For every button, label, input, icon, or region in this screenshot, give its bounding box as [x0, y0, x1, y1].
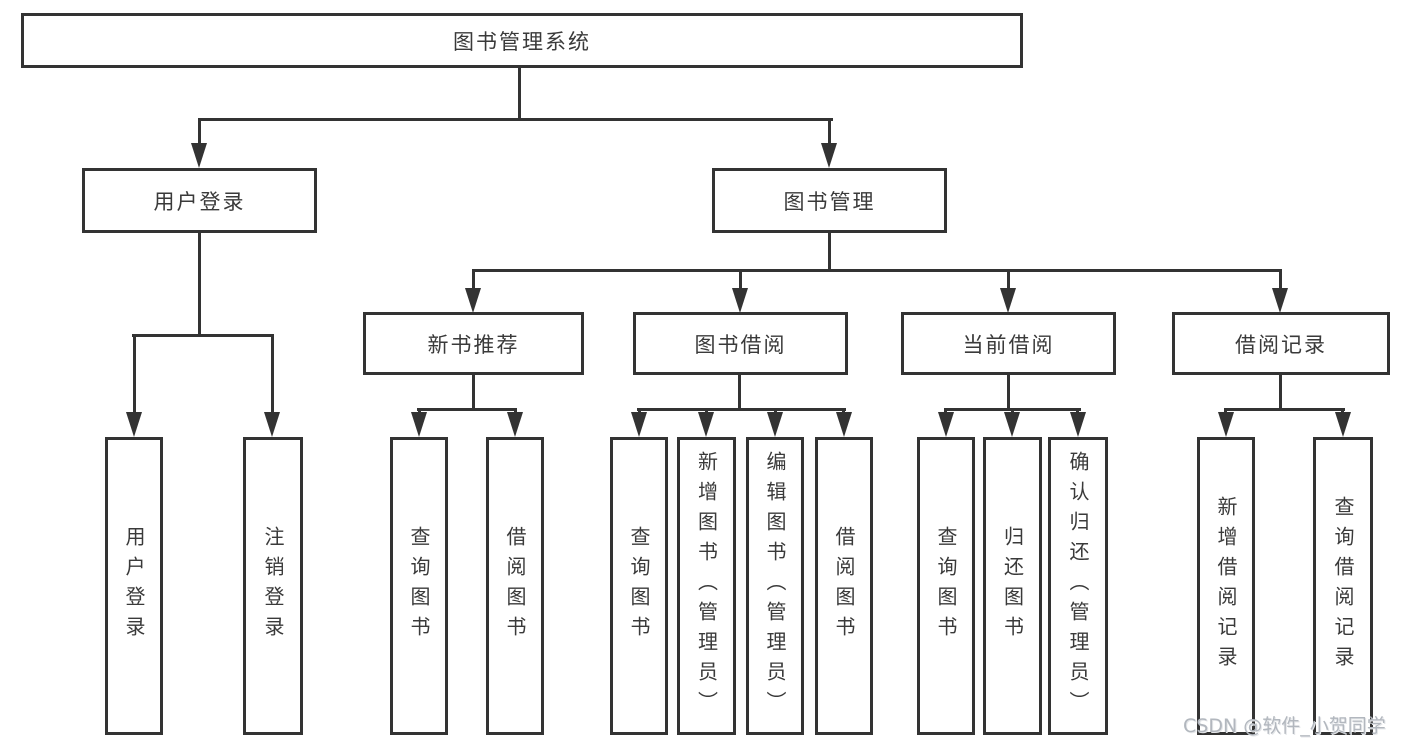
connector-root-stem — [518, 68, 521, 120]
node-user-login-action-label: 用户登录 — [122, 526, 146, 646]
connector-borrow-rail — [637, 408, 846, 411]
connector-login-stem — [198, 233, 201, 337]
node-return-books-label: 归还图书 — [1000, 526, 1025, 646]
node-borrow-borrow-books-label: 借阅图书 — [832, 526, 856, 646]
node-recommend-borrow-books-label: 借阅图书 — [503, 526, 527, 646]
node-edit-books-admin-label: 编辑图书（管理员） — [763, 451, 787, 721]
node-query-borrow-record: 查询借阅记录 — [1313, 437, 1373, 735]
node-user-login-label: 用户登录 — [153, 189, 246, 214]
connector-borrow-record-shaft — [1279, 269, 1282, 292]
arrowhead-user-login — [191, 143, 207, 168]
arrowhead-book-mgmt — [821, 143, 837, 168]
node-current-query-books: 查询图书 — [917, 437, 975, 735]
node-current-query-books-label: 查询图书 — [934, 526, 958, 646]
node-logout: 注销登录 — [243, 437, 303, 735]
connector-book-borrow-shaft — [739, 269, 742, 292]
arrowhead-borrow-leaf4 — [836, 412, 852, 437]
node-add-books-admin-label: 新增图书（管理员） — [694, 451, 719, 721]
arrowhead-records-leaf1 — [1218, 412, 1234, 437]
connector-book-mgmt-rail — [472, 269, 1282, 272]
connector-user-login-shaft — [198, 118, 201, 146]
arrowhead-borrow-leaf1 — [631, 412, 647, 437]
node-book-management-label: 图书管理 — [783, 189, 876, 214]
node-return-books: 归还图书 — [983, 437, 1042, 735]
node-confirm-return-admin-label: 确认归还（管理员） — [1066, 451, 1090, 721]
connector-borrow-stem — [738, 375, 741, 411]
connector-current-stem — [1007, 375, 1010, 411]
arrowhead-current-leaf2 — [1004, 412, 1020, 437]
node-add-books-admin: 新增图书（管理员） — [677, 437, 736, 735]
node-borrow-borrow-books: 借阅图书 — [815, 437, 873, 735]
node-current-borrow-label: 当前借阅 — [962, 332, 1055, 357]
connector-records-stem — [1279, 375, 1282, 411]
arrowhead-records-leaf2 — [1335, 412, 1351, 437]
arrowhead-login-leaf2 — [264, 412, 280, 437]
arrowhead-book-borrow — [732, 288, 748, 313]
arrowhead-login-leaf1 — [126, 412, 142, 437]
connector-new-book-shaft — [472, 269, 475, 292]
node-root-label: 图书管理系统 — [453, 29, 591, 54]
arrowhead-borrow-leaf2 — [698, 412, 714, 437]
connector-recommend-stem — [472, 375, 475, 411]
node-add-borrow-record: 新增借阅记录 — [1197, 437, 1255, 735]
node-query-borrow-record-label: 查询借阅记录 — [1331, 496, 1355, 676]
connector-login-rail — [132, 334, 274, 337]
arrowhead-current-borrow — [1000, 288, 1016, 313]
node-confirm-return-admin: 确认归还（管理员） — [1048, 437, 1108, 735]
node-root: 图书管理系统 — [21, 13, 1023, 68]
connector-book-mgmt-shaft — [828, 118, 831, 146]
node-borrow-query-books-label: 查询图书 — [627, 526, 651, 646]
node-edit-books-admin: 编辑图书（管理员） — [746, 437, 804, 735]
connector-records-rail — [1224, 408, 1345, 411]
arrowhead-recommend-leaf1 — [411, 412, 427, 437]
arrowhead-current-leaf3 — [1070, 412, 1086, 437]
node-user-login-action: 用户登录 — [105, 437, 163, 735]
node-recommend-borrow-books: 借阅图书 — [486, 437, 544, 735]
node-book-borrow-label: 图书借阅 — [694, 332, 787, 357]
connector-book-mgmt-stem — [828, 233, 831, 272]
node-logout-label: 注销登录 — [261, 526, 285, 646]
arrowhead-current-leaf1 — [938, 412, 954, 437]
connector-login-leaf1-shaft — [133, 334, 136, 416]
node-book-management: 图书管理 — [712, 168, 947, 233]
node-book-borrow: 图书借阅 — [633, 312, 848, 375]
arrowhead-borrow-leaf3 — [767, 412, 783, 437]
arrowhead-recommend-leaf2 — [507, 412, 523, 437]
connector-login-leaf2-shaft — [271, 334, 274, 416]
node-add-borrow-record-label: 新增借阅记录 — [1214, 496, 1238, 676]
arrowhead-new-book — [465, 288, 481, 313]
node-new-book-recommend-label: 新书推荐 — [427, 332, 520, 357]
node-recommend-query-books: 查询图书 — [390, 437, 448, 735]
arrowhead-borrow-record — [1272, 288, 1288, 313]
connector-current-borrow-shaft — [1007, 269, 1010, 292]
node-borrow-records-label: 借阅记录 — [1235, 332, 1327, 357]
connector-recommend-rail — [417, 408, 517, 411]
node-borrow-records: 借阅记录 — [1172, 312, 1390, 375]
node-user-login: 用户登录 — [82, 168, 317, 233]
node-borrow-query-books: 查询图书 — [610, 437, 668, 735]
csdn-watermark: CSDN @软件_小贺同学 — [1183, 715, 1386, 737]
node-new-book-recommend: 新书推荐 — [363, 312, 584, 375]
connector-root-rail — [198, 118, 833, 121]
node-current-borrow: 当前借阅 — [901, 312, 1116, 375]
node-recommend-query-books-label: 查询图书 — [407, 526, 431, 646]
